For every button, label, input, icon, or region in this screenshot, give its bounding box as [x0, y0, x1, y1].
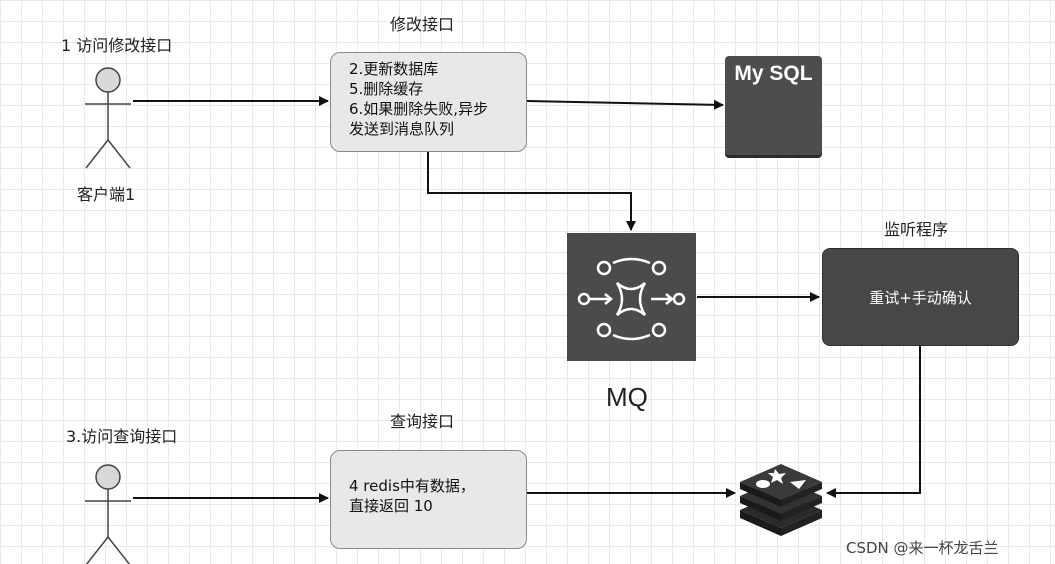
mq-node[interactable]	[567, 233, 696, 361]
modify-interface-box[interactable]: 2.更新数据库 5.删除缓存 6.如果删除失败,异步 发送到消息队列	[330, 52, 527, 152]
query-visit-label: 3.访问查询接口	[66, 427, 178, 446]
mysql-label: My SQL	[734, 62, 813, 85]
client-visit-label: 1 访问修改接口	[61, 36, 173, 55]
modify-interface-title: 修改接口	[390, 15, 455, 34]
query-interface-box[interactable]: 4 redis中有数据， 直接返回 10	[330, 450, 527, 549]
modify-step-line: 2.更新数据库	[349, 60, 439, 78]
mq-broker-icon	[577, 257, 686, 341]
mq-label: MQ	[606, 382, 648, 412]
client1-actor-icon	[85, 67, 131, 169]
arrow-modify-to-mq	[427, 152, 636, 231]
query-step-line: 直接返回 10	[349, 497, 433, 515]
listener-label: 重试+手动确认	[869, 288, 972, 307]
listener-box[interactable]: 重试+手动确认	[822, 248, 1019, 346]
redis-icon	[740, 464, 822, 536]
client-name-label: 客户端1	[77, 185, 136, 204]
client2-actor-icon	[85, 464, 131, 564]
modify-step-line: 6.如果删除失败,异步	[349, 100, 489, 118]
modify-step-line: 发送到消息队列	[349, 120, 455, 138]
arrow-listener-to-redis	[826, 346, 921, 498]
arrow-modify-to-mysql	[526, 99, 724, 110]
csdn-watermark: CSDN @来一杯龙舌兰	[846, 539, 999, 557]
listener-title: 监听程序	[884, 220, 949, 239]
query-interface-title: 查询接口	[390, 412, 455, 431]
modify-step-line: 5.删除缓存	[349, 80, 424, 98]
query-step-line: 4 redis中有数据，	[349, 477, 475, 495]
mysql-database[interactable]: My SQL	[725, 56, 822, 155]
